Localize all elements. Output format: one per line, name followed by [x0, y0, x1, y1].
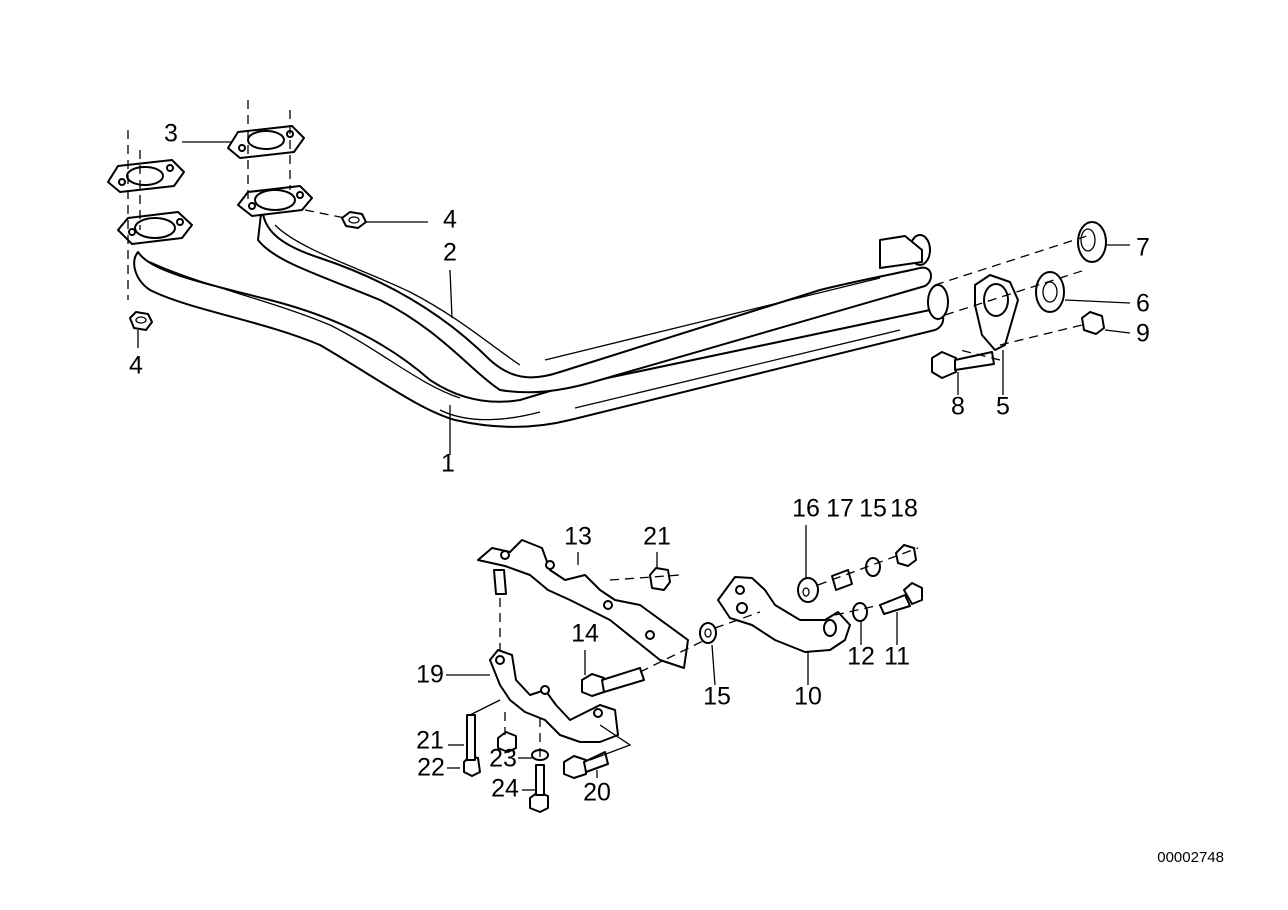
callout-20: 20 — [583, 779, 611, 807]
callout-15-upper: 15 — [859, 495, 887, 523]
callout-5: 5 — [996, 393, 1010, 421]
callout-9: 9 — [1136, 320, 1150, 348]
bushing-16 — [797, 577, 819, 603]
callout-21-upper: 21 — [643, 523, 671, 551]
bolt-14 — [581, 667, 645, 697]
gasket-left — [107, 159, 185, 193]
callout-4-upper: 4 — [443, 206, 457, 234]
pipe-flange-right — [237, 185, 313, 217]
callout-10: 10 — [794, 683, 822, 711]
callout-17: 17 — [826, 495, 854, 523]
stud-19-upper — [493, 569, 507, 595]
nut-lower — [129, 311, 153, 331]
callout-13: 13 — [564, 523, 592, 551]
callout-22: 22 — [417, 754, 445, 782]
washer-15-lower — [699, 622, 717, 644]
callout-21-lower: 21 — [416, 727, 444, 755]
callout-23: 23 — [489, 745, 517, 773]
nut-21-lower — [497, 731, 517, 753]
washer-12 — [852, 602, 868, 622]
callout-7: 7 — [1136, 234, 1150, 262]
callout-8: 8 — [951, 393, 965, 421]
bolt-24 — [529, 764, 549, 813]
ring-seal — [1035, 271, 1065, 313]
callout-14: 14 — [571, 620, 599, 648]
pipe-flange-left — [117, 211, 193, 245]
callout-16: 16 — [792, 495, 820, 523]
callout-4-lower: 4 — [129, 352, 143, 380]
callout-6: 6 — [1136, 290, 1150, 318]
stud-bolt-lower — [463, 714, 481, 777]
nut-9 — [1081, 311, 1105, 335]
bracket-10 — [717, 576, 851, 653]
callout-1: 1 — [441, 450, 455, 478]
callout-19: 19 — [416, 661, 444, 689]
exhaust-pipe-1 — [133, 251, 945, 428]
sleeve-17 — [831, 569, 853, 591]
clamp-19 — [489, 649, 619, 743]
callout-15-lower: 15 — [703, 683, 731, 711]
callout-24: 24 — [491, 775, 519, 803]
nut-21-upper — [649, 567, 671, 591]
exhaust-pipe-2 — [257, 204, 949, 394]
nut-18 — [895, 544, 917, 567]
callout-18: 18 — [890, 495, 918, 523]
callout-11: 11 — [884, 643, 910, 671]
callout-3: 3 — [164, 120, 178, 148]
callout-12: 12 — [847, 643, 875, 671]
gasket-right — [227, 125, 305, 159]
bolt-11 — [879, 582, 923, 615]
document-number: 00002748 — [1157, 849, 1224, 866]
clamp-flange — [974, 274, 1019, 351]
callout-2: 2 — [443, 239, 457, 267]
clamp-13 — [477, 539, 689, 669]
bolt-20 — [563, 751, 609, 779]
sealing-cup — [1077, 221, 1107, 263]
nut-upper — [341, 211, 367, 229]
